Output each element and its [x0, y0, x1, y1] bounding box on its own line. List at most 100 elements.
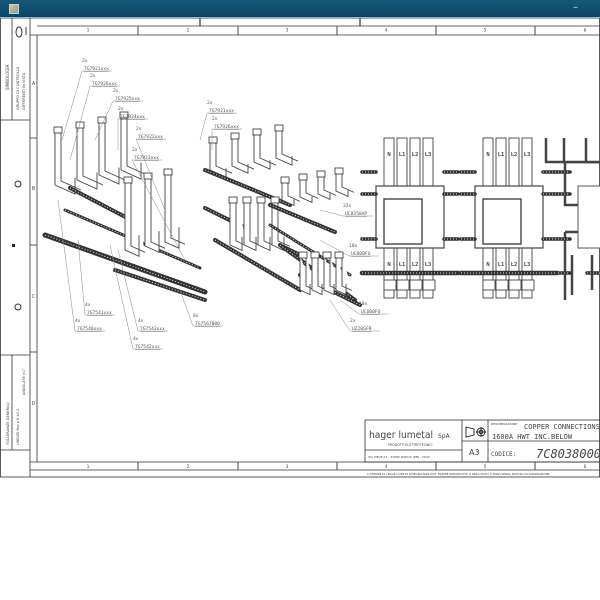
rail-holes: [64, 209, 201, 269]
busbar-rail: [213, 238, 302, 292]
terminal-lug: [396, 279, 410, 291]
column-number: 4: [385, 464, 388, 470]
rail-body: [268, 203, 337, 234]
busbar-rail: [68, 186, 137, 224]
tolerance-line-2: ANGOLARE ±1°: [22, 368, 26, 395]
terminal-lug: [383, 279, 397, 291]
callout-code: 7G7543xxx: [140, 326, 165, 332]
copper-bar: [119, 111, 148, 180]
phase-label: L3: [524, 262, 531, 268]
bar-top: [208, 136, 218, 144]
terminal-lug: [482, 279, 496, 291]
callout-code: UC000FU: [351, 251, 371, 257]
busbar-rail: [268, 203, 337, 234]
bar-top: [256, 196, 266, 204]
callout-code: 7G7922xxx: [138, 134, 163, 140]
phase-bar: [409, 137, 421, 187]
terminal-lug: [422, 279, 436, 291]
copper-bar-outline: [120, 115, 148, 180]
row-letter: A: [32, 81, 35, 87]
phase-bar: [482, 137, 494, 187]
callout-qty: 2x: [136, 126, 142, 132]
copper-bar: [53, 126, 82, 195]
phase-bar: [422, 137, 434, 187]
callout-qty: 4x: [85, 302, 91, 308]
copper-bar: [334, 251, 353, 296]
callout-code: 7G7926xxx: [92, 81, 117, 87]
leader-line: [329, 299, 380, 332]
callout-qty: 2x: [82, 58, 88, 64]
copper-bar: [334, 167, 355, 198]
bar-top: [298, 173, 308, 181]
callout-qty: 10x: [349, 243, 358, 249]
copper-bar-outline: [275, 128, 299, 166]
phase-label: L1: [399, 262, 406, 268]
callout-qty: 4x: [75, 318, 81, 324]
callout-code: 7G7923xxx: [134, 155, 159, 161]
projection-symbol-icon: [465, 426, 486, 438]
minimize-button[interactable]: –: [573, 2, 578, 13]
copper-bar-outline: [317, 174, 337, 201]
copper-bar: [252, 128, 277, 170]
row-letter: C: [32, 294, 35, 300]
callout-leaders: [57, 70, 389, 350]
phase-bar: [508, 137, 520, 187]
copper-bar-outline: [281, 180, 301, 207]
bar-top: [334, 167, 344, 175]
column-number: 4: [385, 28, 388, 34]
breaker-window: [383, 198, 423, 245]
breaker-panel-partial: [544, 138, 600, 300]
callout-code: 7G7540xxx: [77, 326, 102, 332]
company-name: hager lumetal: [369, 430, 433, 441]
copper-bar: [274, 124, 299, 166]
callout-code: UC600FU: [361, 309, 381, 315]
column-number: 6: [584, 464, 587, 470]
column-number: 5: [484, 28, 487, 34]
copper-bar: [230, 132, 255, 174]
breaker-body: [577, 185, 600, 249]
symbol-line-1: GRUPPO DI CONTROLLO: [16, 66, 20, 110]
app-icon: [9, 4, 19, 14]
phase-label: N: [387, 262, 390, 268]
company-subtitle: PRODOTTI ELETTROTECNICI: [388, 443, 433, 447]
copper-bar-outline: [335, 171, 355, 198]
column-number: 1: [87, 464, 90, 470]
phase-label: L1: [399, 152, 406, 158]
denomination-label: DENOMINAZIONE:: [491, 422, 518, 426]
terminal-lug: [521, 279, 535, 291]
copper-bar: [298, 173, 319, 204]
leader-line: [179, 289, 223, 327]
bar-top: [310, 251, 320, 259]
copper-bar-outline: [335, 255, 353, 296]
copper-bar-outline: [124, 180, 146, 257]
legal-notice: A TERMINI DI LEGGE QUESTO DISEGNO NON PU…: [367, 472, 550, 476]
company-address: VIA PIEVE 27 - 33080 PORCIA (PN) - ITALY: [368, 455, 430, 459]
drawing-title-line-2: 1600A HWT INC.BELOW: [492, 433, 573, 441]
copper-bar-outline: [54, 130, 82, 195]
rail-holes: [69, 187, 136, 223]
company-suffix: SpA: [438, 433, 451, 440]
bar-top: [280, 176, 290, 184]
sheet-size: A3: [469, 448, 480, 457]
phase-label: N: [486, 262, 489, 268]
callout-code: 7G7926xxx: [214, 124, 239, 130]
callout-qty: 2x: [207, 100, 213, 106]
phase-label: L3: [425, 152, 432, 158]
copper-bar: [97, 116, 126, 185]
punch-hole: [14, 180, 22, 188]
leader-line: [117, 249, 168, 332]
column-number: 2: [187, 464, 190, 470]
leader-line: [199, 112, 237, 141]
leader-line: [211, 128, 242, 150]
